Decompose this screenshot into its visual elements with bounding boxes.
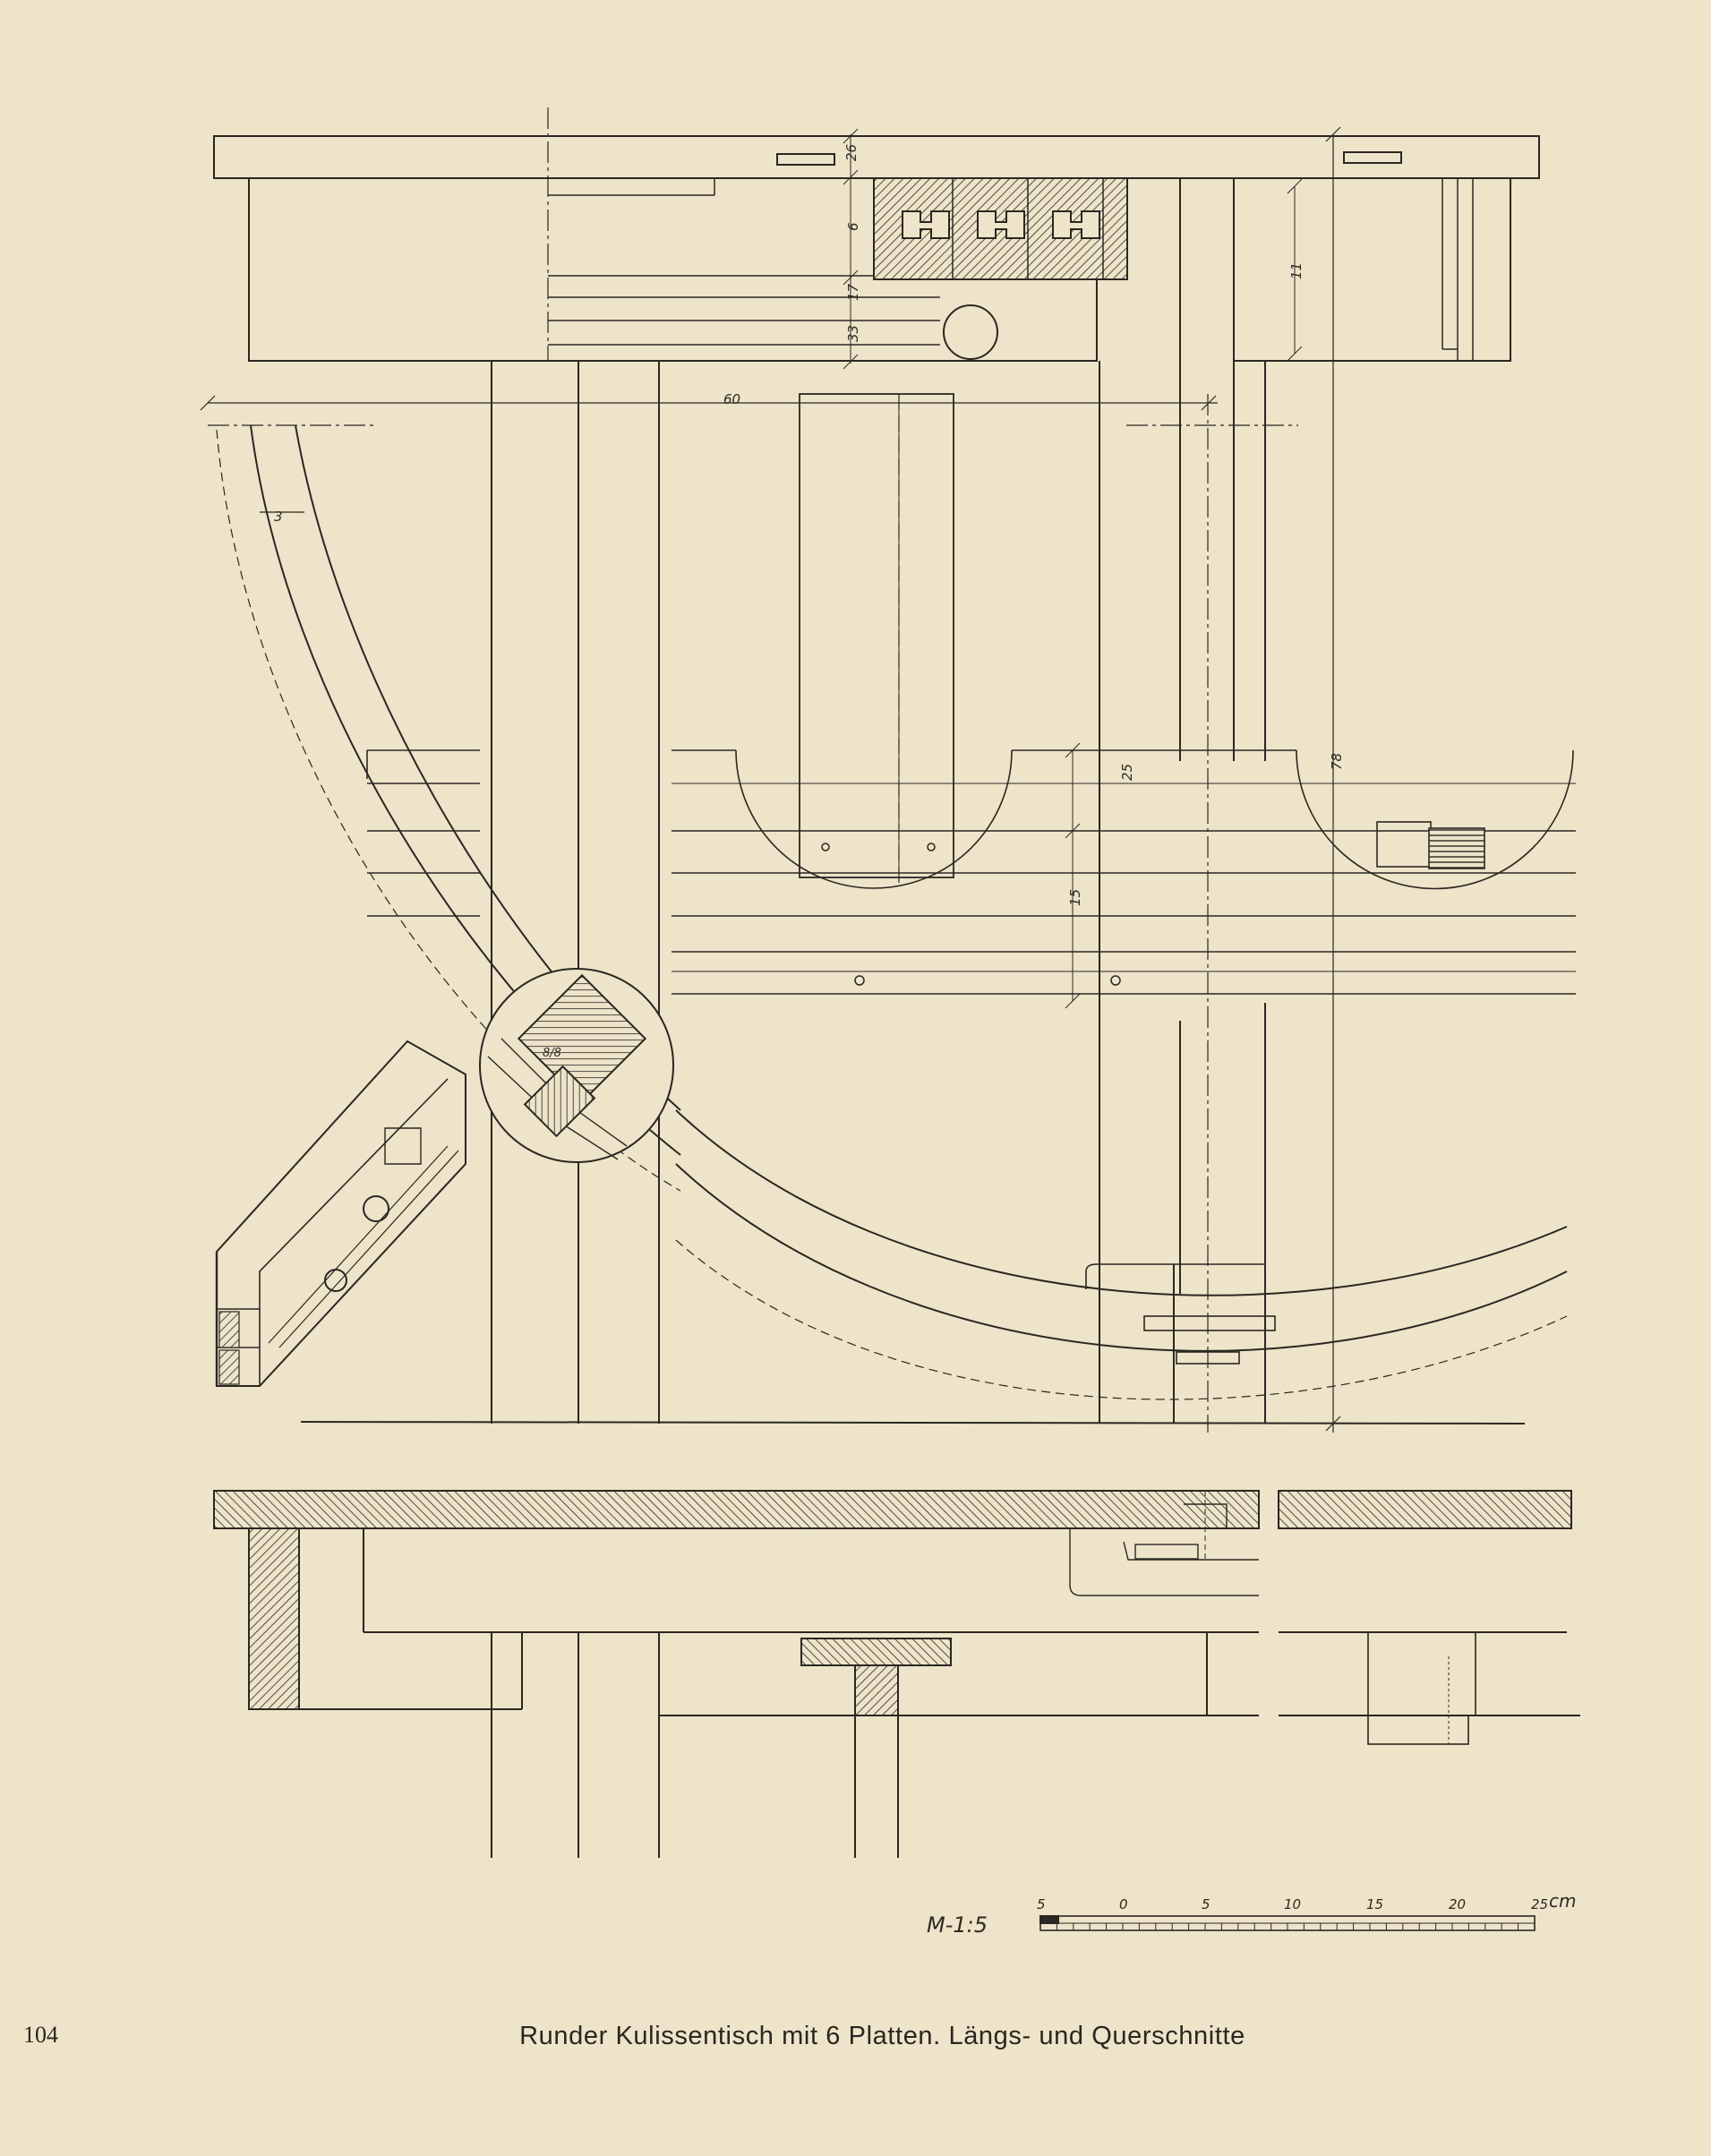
isometric-slide-detail (215, 1040, 1526, 1424)
scale-number: 15 (1366, 1896, 1383, 1912)
dim-label-25: 25 (1119, 764, 1135, 781)
post-detail-circle (479, 968, 674, 1163)
figure-caption: Runder Kulissentisch mit 6 Platten. Läng… (519, 2022, 1245, 2050)
scale-number: 10 (1284, 1896, 1301, 1912)
scale-number: 0 (1119, 1896, 1128, 1912)
plan-slide-block (1085, 1263, 1276, 1365)
page-number: 104 (23, 2022, 58, 2048)
dim-label-15: 15 (1067, 889, 1083, 906)
scale-number: 20 (1449, 1896, 1466, 1912)
dim-label-3: 3 (274, 509, 283, 525)
scale-unit: cm (1549, 1890, 1576, 1912)
scale-number: 5 (1037, 1896, 1046, 1912)
board-lines (366, 742, 1576, 1009)
dimension-labels: 26 6 17 33 11 60 3 78 25 15 8/8 (274, 144, 1345, 1060)
dim-label-8-8: 8/8 (543, 1047, 561, 1060)
dim-label-17: 17 (845, 283, 861, 301)
center-lines (547, 107, 1341, 1433)
scale-labels: M-1:5 5 0 5 10 15 20 25 cm (927, 1890, 1576, 1938)
top-section (213, 128, 1540, 370)
dim-label-26: 26 (843, 144, 860, 161)
dim-label-78: 78 (1329, 753, 1345, 770)
scale-number: 5 (1202, 1896, 1211, 1912)
dim-label-11: 11 (1288, 262, 1305, 279)
ring-segment (216, 424, 1568, 1400)
legs (491, 178, 1266, 1424)
scale-number: 25 (1531, 1896, 1548, 1912)
dim-60 (200, 395, 1298, 426)
scale-bar (1039, 1915, 1536, 1931)
bottom-section (213, 1490, 1580, 1858)
scale-label: M-1:5 (927, 1912, 988, 1938)
dim-label-60: 60 (723, 391, 740, 407)
dim-label-33: 33 (845, 325, 861, 342)
dim-label-6: 6 (845, 222, 861, 231)
